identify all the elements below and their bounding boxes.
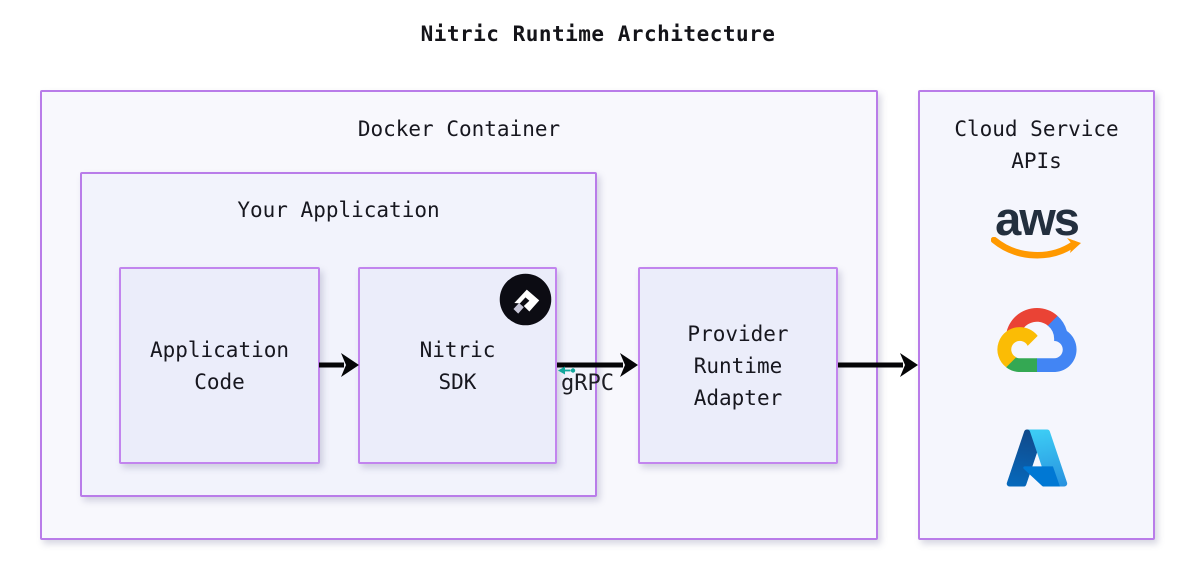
aws-logo-icon: aws — [990, 192, 1083, 267]
aws-smile-icon — [990, 237, 1081, 259]
application-code-box: Application Code — [119, 267, 320, 464]
arrow-sdk-to-provider — [557, 353, 638, 377]
provider-runtime-adapter-label: Provider Runtime Adapter — [687, 321, 789, 410]
grpc-antenna-icon — [558, 366, 576, 375]
your-application-label: Your Application — [237, 198, 440, 222]
provider-runtime-adapter-box: Provider Runtime Adapter — [638, 267, 838, 464]
azure-logo-icon — [1004, 425, 1070, 491]
diagram-title: Nitric Runtime Architecture — [420, 22, 776, 46]
aws-wordmark: aws — [995, 192, 1080, 245]
nitric-sdk-label: Nitric SDK — [419, 337, 496, 394]
application-code-label: Application Code — [149, 337, 290, 394]
grpc-label-text: gRPC — [561, 371, 614, 396]
cloud-service-apis-label: Cloud Service APIs — [954, 117, 1119, 173]
nitric-sdk-box: Nitric SDK — [358, 267, 557, 464]
docker-container-label: Docker Container — [357, 117, 561, 141]
cloud-provider-logos: aws — [918, 195, 1155, 491]
google-cloud-logo-icon — [996, 307, 1077, 373]
grpc-label: gRPC — [558, 366, 614, 396]
arrow-provider-to-cloud — [838, 353, 918, 377]
arrow-appcode-to-sdk — [319, 353, 359, 377]
cloud-service-apis-box: Cloud Service APIs — [918, 90, 1155, 540]
nitric-logo-icon — [498, 272, 553, 327]
